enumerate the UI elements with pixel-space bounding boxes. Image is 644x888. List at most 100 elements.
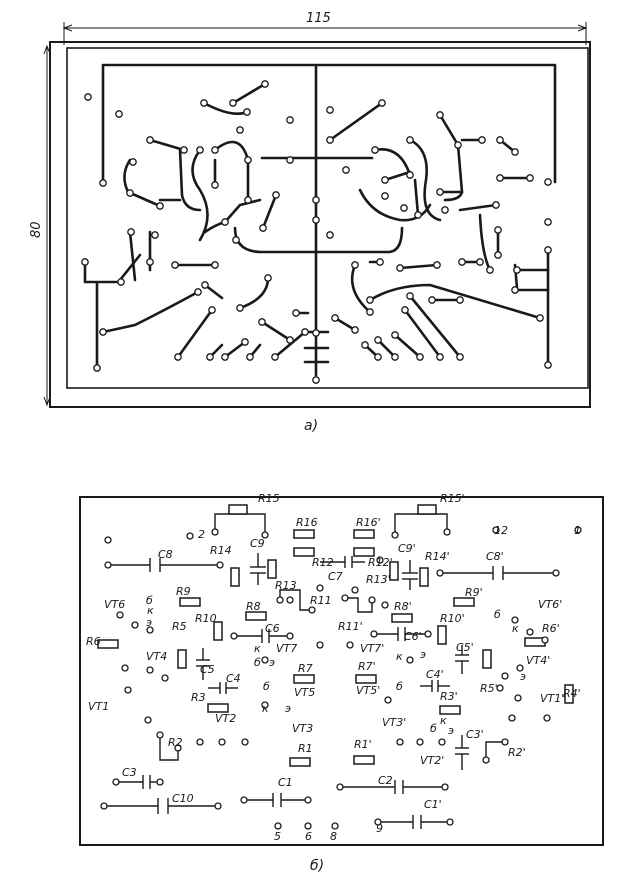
transistor-pin-label: э: [285, 702, 291, 715]
transistor-pin-label: э: [520, 670, 526, 683]
component-label: R15': [440, 492, 465, 505]
component-label: C3': [466, 728, 484, 741]
component-pad: [304, 822, 312, 830]
solder-pad: [117, 278, 125, 286]
component-pad: [218, 738, 226, 746]
resistor-body: [293, 547, 315, 557]
solder-pad: [342, 166, 350, 174]
solder-pad: [243, 108, 251, 116]
solder-pad: [513, 266, 521, 274]
solder-pad: [292, 309, 300, 317]
solder-pad: [536, 314, 544, 322]
component-pad: [552, 569, 560, 577]
solder-pad: [511, 148, 519, 156]
component-pad: [146, 666, 154, 674]
component-pad: [482, 756, 490, 764]
terminal-label: 12: [494, 524, 508, 537]
resistor-body: [293, 674, 315, 684]
solder-pad: [115, 110, 123, 118]
resistor-body: [293, 529, 315, 539]
solder-pad: [496, 174, 504, 182]
solder-pad: [371, 146, 379, 154]
component-label: VT5: [294, 686, 315, 699]
component-pad: [341, 594, 349, 602]
solder-pad: [374, 353, 382, 361]
resistor-body: [230, 567, 240, 587]
resistor-body: [391, 613, 413, 623]
component-pad: [241, 738, 249, 746]
top-drawing-caption: а): [304, 418, 318, 434]
solder-pad: [441, 206, 449, 214]
component-pad: [131, 621, 139, 629]
component-pad: [274, 822, 282, 830]
component-label: VT6': [538, 598, 562, 611]
component-label: R11': [338, 620, 363, 633]
component-label: VT2': [420, 754, 444, 767]
component-pad: [376, 556, 384, 564]
component-pad: [501, 738, 509, 746]
component-label: C9': [398, 542, 416, 555]
bottom-drawing-caption: б): [310, 858, 324, 874]
resistor-body: [179, 597, 201, 607]
resistor-body: [389, 561, 399, 581]
transistor-pin-label: к: [254, 642, 261, 655]
component-pad: [443, 528, 451, 536]
component-pad: [436, 569, 444, 577]
component-label: R1: [298, 742, 313, 755]
component-label: R16': [356, 516, 381, 529]
component-pad: [514, 694, 522, 702]
component-pad: [211, 528, 219, 536]
transistor-pin-label: к: [512, 622, 519, 635]
component-pad: [526, 628, 534, 636]
component-pad: [368, 596, 376, 604]
transistor-pin-label: к: [262, 702, 269, 715]
component-label: VT1': [540, 692, 564, 705]
solder-pad: [261, 80, 269, 88]
solder-pad: [258, 318, 266, 326]
solder-pad: [436, 353, 444, 361]
component-pad: [216, 561, 224, 569]
solder-pad: [264, 274, 272, 282]
transistor-pin-label: к: [396, 650, 403, 663]
component-label: C5: [200, 663, 215, 676]
component-label: C2: [378, 774, 393, 787]
component-pad: [156, 778, 164, 786]
solder-pad: [312, 376, 320, 384]
component-pad: [261, 656, 269, 664]
solder-pad: [494, 226, 502, 234]
transistor-pin-label: э: [269, 656, 275, 669]
transistor-pin-label: б: [254, 656, 261, 669]
component-pad: [391, 531, 399, 539]
terminal-label: 8: [330, 830, 337, 843]
component-label: VT4': [526, 654, 550, 667]
component-pad: [492, 526, 500, 534]
resistor-body: [353, 529, 375, 539]
component-pad: [304, 796, 312, 804]
terminal-label: 2: [198, 528, 205, 541]
solder-pad: [544, 178, 552, 186]
resistor-body: [267, 559, 277, 579]
solder-pad: [374, 336, 382, 344]
solder-pad: [476, 258, 484, 266]
resistor-body: [564, 684, 574, 704]
solder-pad: [391, 331, 399, 339]
solder-pad: [351, 261, 359, 269]
solder-pad: [244, 196, 252, 204]
height-dimension-label: 80: [29, 221, 44, 238]
resistor-body: [207, 703, 229, 713]
component-label: VT1: [88, 700, 109, 713]
component-pad: [276, 596, 284, 604]
resistor-body: [482, 649, 492, 669]
solder-pad: [129, 158, 137, 166]
component-label: R8: [246, 600, 261, 613]
solder-pad: [271, 353, 279, 361]
solder-pad: [400, 204, 408, 212]
component-pad: [104, 561, 112, 569]
component-pad: [112, 778, 120, 786]
component-label: R16: [296, 516, 318, 529]
solder-pad: [286, 116, 294, 124]
component-label: R7': [358, 660, 376, 673]
solder-pad: [406, 136, 414, 144]
